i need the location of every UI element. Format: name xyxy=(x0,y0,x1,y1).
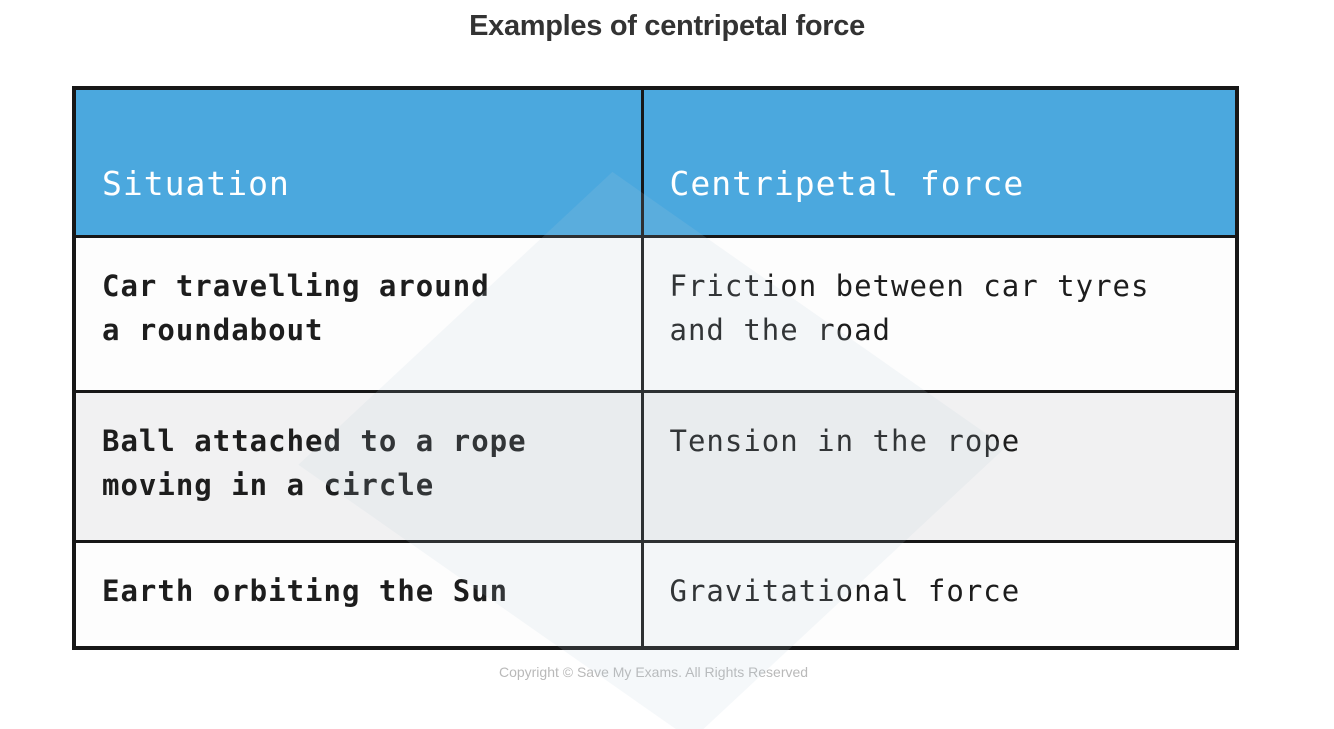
cell-force: Gravitational force xyxy=(640,539,1239,650)
table-row: Ball attached to a rope moving in a circ… xyxy=(72,389,1239,543)
cell-text: Tension in the rope xyxy=(669,423,1021,458)
header-row: Situation Centripetal force xyxy=(72,86,1239,238)
copyright-notice: Copyright © Save My Exams. All Rights Re… xyxy=(498,664,809,680)
table-row: Earth orbiting the Sun Gravitational for… xyxy=(72,539,1239,650)
cell-situation: Car travelling around a roundabout xyxy=(72,234,644,393)
table-row: Car travelling around a roundabout Frict… xyxy=(72,234,1239,393)
cell-text: Earth orbiting the Sun xyxy=(102,573,509,608)
cell-text: Gravitational force xyxy=(669,573,1021,608)
cell-text: Ball attached to a rope moving in a circ… xyxy=(102,423,527,503)
cell-force: Friction between car tyres and the road xyxy=(640,234,1239,393)
column-header-situation: Situation xyxy=(72,86,644,238)
page-title: Examples of centripetal force xyxy=(469,10,865,42)
cell-text: Car travelling around a roundabout xyxy=(102,268,490,348)
cell-situation: Ball attached to a rope moving in a circ… xyxy=(72,389,644,543)
column-header-centripetal-force: Centripetal force xyxy=(640,86,1239,238)
cell-force: Tension in the rope xyxy=(640,389,1239,543)
table-container: Situation Centripetal force Car travelli… xyxy=(72,86,1239,729)
cell-situation: Earth orbiting the Sun xyxy=(72,539,644,650)
cell-text: Friction between car tyres and the road xyxy=(669,268,1150,348)
centripetal-force-table: Situation Centripetal force Car travelli… xyxy=(72,86,1239,650)
